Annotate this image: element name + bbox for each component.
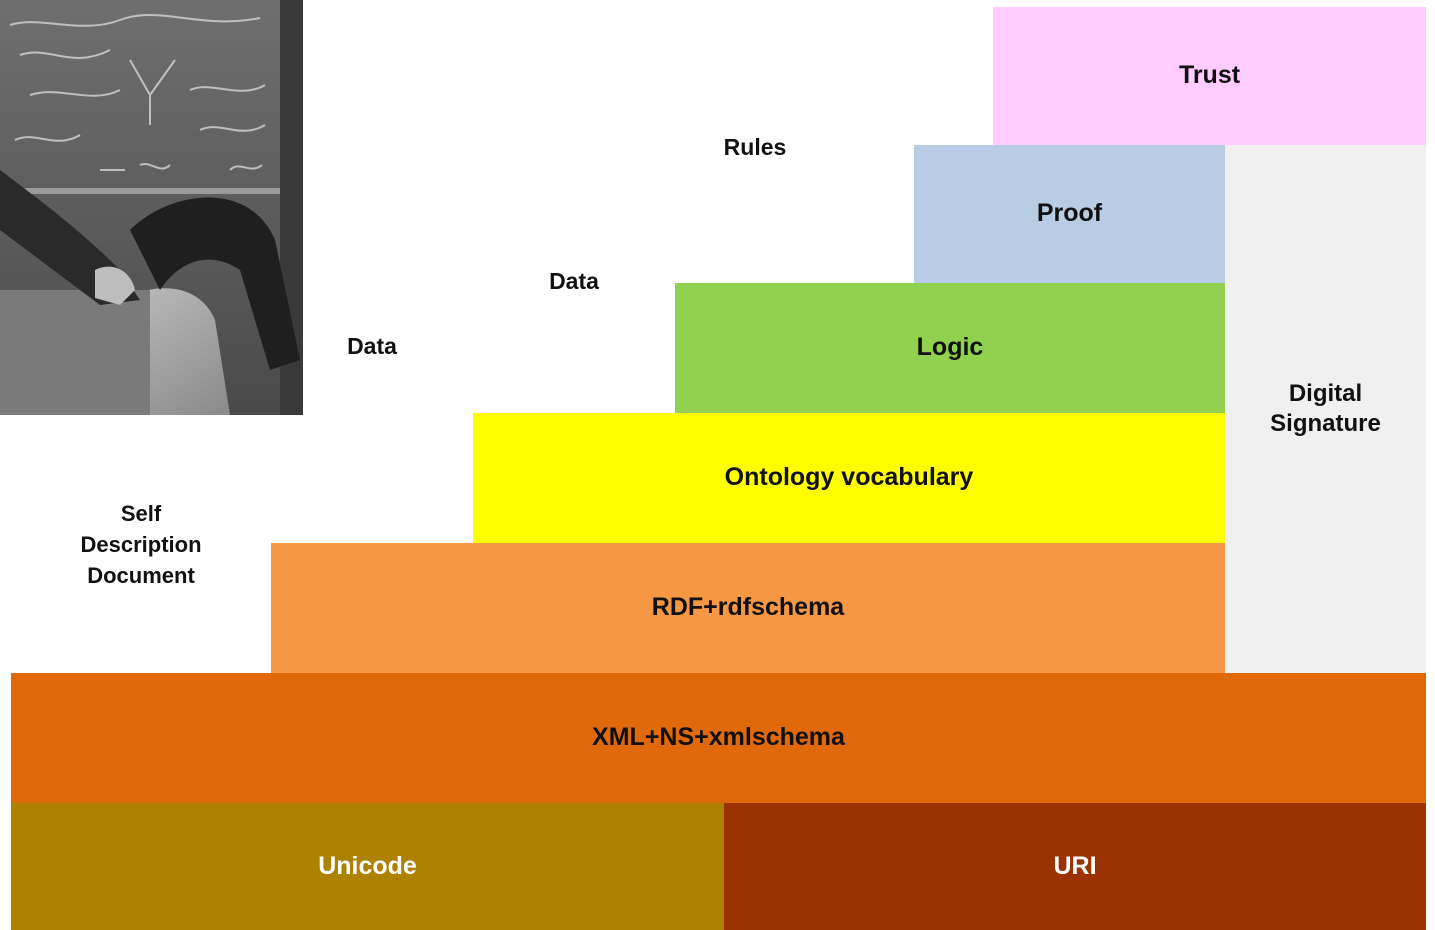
data-upper-label: Data	[549, 268, 599, 294]
rdf-label: RDF+rdfschema	[651, 593, 845, 622]
ontology-layer: Ontology vocabulary	[473, 413, 1225, 543]
xml-layer: XML+NS+xmlschema	[11, 673, 1426, 803]
data-lower-label: Data	[347, 333, 397, 359]
uri-label: URI	[1053, 851, 1097, 880]
unicode-layer: Unicode	[11, 803, 724, 930]
xml-label: XML+NS+xmlschema	[592, 723, 845, 752]
proof-label: Proof	[1036, 199, 1103, 228]
logic-layer: Logic	[675, 283, 1225, 413]
digital-signature-label: Digital Signature	[1270, 380, 1381, 437]
trust-label: Trust	[1178, 61, 1241, 90]
ontology-label: Ontology vocabulary	[724, 463, 974, 492]
self-description-label: Self Description Document	[80, 501, 202, 588]
unicode-label: Unicode	[318, 851, 417, 880]
chalkboard-photo	[0, 0, 303, 415]
uri-layer: URI	[724, 803, 1426, 930]
trust-layer: Trust	[993, 7, 1426, 145]
rules-label: Rules	[723, 134, 787, 160]
rdf-layer: RDF+rdfschema	[271, 543, 1225, 673]
logic-label: Logic	[916, 333, 984, 362]
proof-layer: Proof	[914, 145, 1225, 283]
digital-signature-layer: Digital Signature	[1225, 145, 1426, 673]
